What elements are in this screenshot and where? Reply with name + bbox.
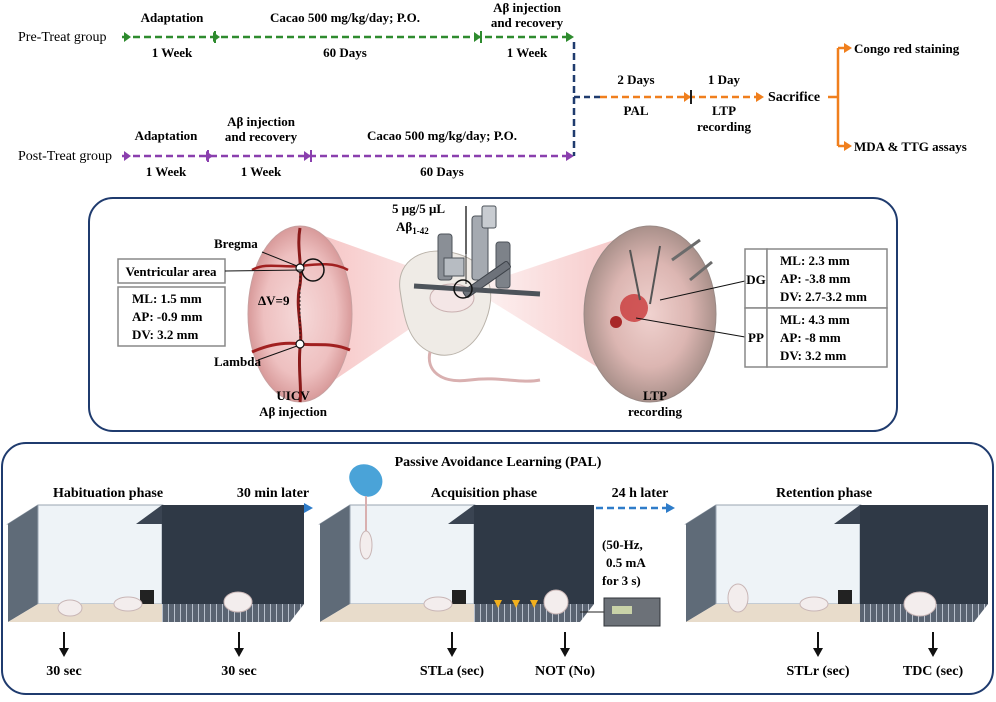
post-phase-1-top: Adaptation — [135, 128, 199, 143]
dg-ml: ML: 2.3 mm — [780, 253, 850, 268]
habituation-phase-title: Habituation phase — [53, 486, 163, 501]
ltp-step-label-line2: recording — [697, 119, 751, 134]
post-phase-3-top: Cacao 500 mg/kg/day; P.O. — [367, 128, 517, 143]
pp-label: PP — [748, 330, 764, 345]
uicv-dv: DV: 3.2 mm — [132, 327, 198, 342]
pp-ap: AP: -8 mm — [780, 330, 841, 345]
dose-label-line2: Aβ1-42 — [396, 219, 429, 236]
pre-phase-2-bottom: 60 Days — [323, 45, 367, 60]
uicv-caption-line2: Aβ injection — [259, 404, 328, 419]
bregma-label: Bregma — [214, 236, 258, 251]
uicv-ap: AP: -0.9 mm — [132, 309, 203, 324]
pre-phase-3-top-line1: Aβ injection — [493, 0, 562, 15]
pre-phase-3-top-line2: and recovery — [491, 15, 564, 30]
pre-phase-1-top: Adaptation — [141, 10, 205, 25]
gloved-hand — [349, 464, 383, 497]
measure-not: NOT (No) — [535, 664, 595, 679]
post-arrowhead-4 — [566, 151, 574, 161]
post-phase-2-bottom: 1 Week — [241, 164, 282, 179]
post-phase-2-top-line1: Aβ injection — [227, 114, 296, 129]
ventricular-area-box — [117, 258, 226, 284]
pre-phase-2-top: Cacao 500 mg/kg/day; P.O. — [270, 10, 420, 25]
branch-top-arrowhead — [844, 43, 852, 53]
uicv-coordinates-box — [117, 286, 226, 347]
pre-phase-3-bottom: 1 Week — [507, 45, 548, 60]
branch-bottom-arrowhead — [844, 141, 852, 151]
timeline: Pre-Treat group Adaptation 1 Week Cacao … — [18, 0, 967, 179]
acquisition-shuttle-box — [318, 464, 661, 627]
measure-stla: STLa (sec) — [420, 664, 485, 679]
acquisition-phase-title: Acquisition phase — [431, 486, 537, 501]
shock-param-line3: for 3 s) — [602, 573, 641, 588]
pre-arrowhead-1 — [124, 32, 131, 42]
congo-red-staining-label: Congo red staining — [854, 41, 960, 56]
delay-24-h-label: 24 h later — [612, 486, 669, 501]
lambda-label: Lambda — [214, 354, 261, 369]
ltp-arrowhead — [756, 92, 764, 102]
lambda-pointer — [257, 345, 298, 361]
uicv-caption-line1: UICV — [276, 388, 310, 403]
measure-arrows — [59, 632, 938, 657]
pre-phase-1-bottom: 1 Week — [152, 45, 193, 60]
ltp-caption-line1: LTP — [643, 388, 667, 403]
pre-arrowhead-3 — [474, 32, 481, 42]
measure-habituation-dark: 30 sec — [221, 664, 256, 679]
delay-30-min-arrowhead — [304, 503, 313, 513]
delay-30-min-label: 30 min later — [237, 486, 309, 501]
pal-panel: Passive Avoidance Learning (PAL) Habitua… — [1, 442, 994, 695]
pal-step-duration: 2 Days — [617, 72, 654, 87]
pal-arrowhead — [684, 92, 691, 102]
dose-label-line1: 5 μg/5 μL — [392, 201, 445, 216]
pp-coordinates-box — [766, 307, 888, 368]
dg-dv: DV: 2.7-3.2 mm — [780, 289, 867, 304]
sacrifice-label: Sacrifice — [768, 90, 820, 105]
delta-v-label: ΔV=9 — [258, 293, 290, 308]
pp-ml: ML: 4.3 mm — [780, 312, 850, 327]
dg-pointer — [659, 280, 746, 301]
pp-dv: DV: 3.2 mm — [780, 348, 846, 363]
dg-label: DG — [746, 272, 766, 287]
bregma-pointer — [261, 251, 298, 267]
pal-title: Passive Avoidance Learning (PAL) — [395, 455, 602, 470]
stereotaxic-apparatus — [399, 205, 541, 383]
uicv-ml: ML: 1.5 mm — [132, 291, 202, 306]
lambda-marker — [295, 339, 305, 349]
ltp-caption-line2: recording — [628, 404, 682, 419]
retention-phase-title: Retention phase — [776, 486, 872, 501]
measure-stlr: STLr (sec) — [786, 664, 849, 679]
dg-coordinates-box — [766, 248, 888, 309]
ventricular-area-pointer — [224, 269, 304, 272]
pre-treat-group-label: Pre-Treat group — [18, 30, 107, 45]
ltp-recording-photo — [583, 225, 717, 403]
bregma-marker — [295, 263, 305, 273]
shock-param-line1: (50-Hz, — [602, 537, 643, 552]
post-phase-1-bottom: 1 Week — [146, 164, 187, 179]
post-arrowhead-1 — [124, 151, 131, 161]
pre-arrowhead-4 — [566, 32, 574, 42]
post-arrowhead-3 — [304, 151, 311, 161]
post-phase-3-bottom: 60 Days — [420, 164, 464, 179]
ltp-step-duration: 1 Day — [708, 72, 741, 87]
habituation-shuttle-box — [6, 504, 304, 622]
shock-param-line2: 0.5 mA — [606, 555, 646, 570]
retention-shuttle-box — [684, 504, 988, 622]
measure-tdc: TDC (sec) — [903, 664, 964, 679]
pal-step-label: PAL — [623, 103, 648, 118]
ventricular-area-label: Ventricular area — [125, 264, 217, 279]
surgery-panel: Bregma Lambda ΔV=9 Ventricular area ML: … — [88, 197, 898, 432]
mda-ttg-assays-label: MDA & TTG assays — [854, 139, 967, 154]
post-treat-group-label: Post-Treat group — [18, 149, 112, 164]
post-phase-2-top-line2: and recovery — [225, 129, 298, 144]
dg-ap: AP: -3.8 mm — [780, 271, 851, 286]
pp-pointer — [635, 317, 746, 338]
ltp-step-label-line1: LTP — [712, 103, 736, 118]
delay-24-h-arrowhead — [666, 503, 675, 513]
measure-habituation-light: 30 sec — [46, 664, 81, 679]
